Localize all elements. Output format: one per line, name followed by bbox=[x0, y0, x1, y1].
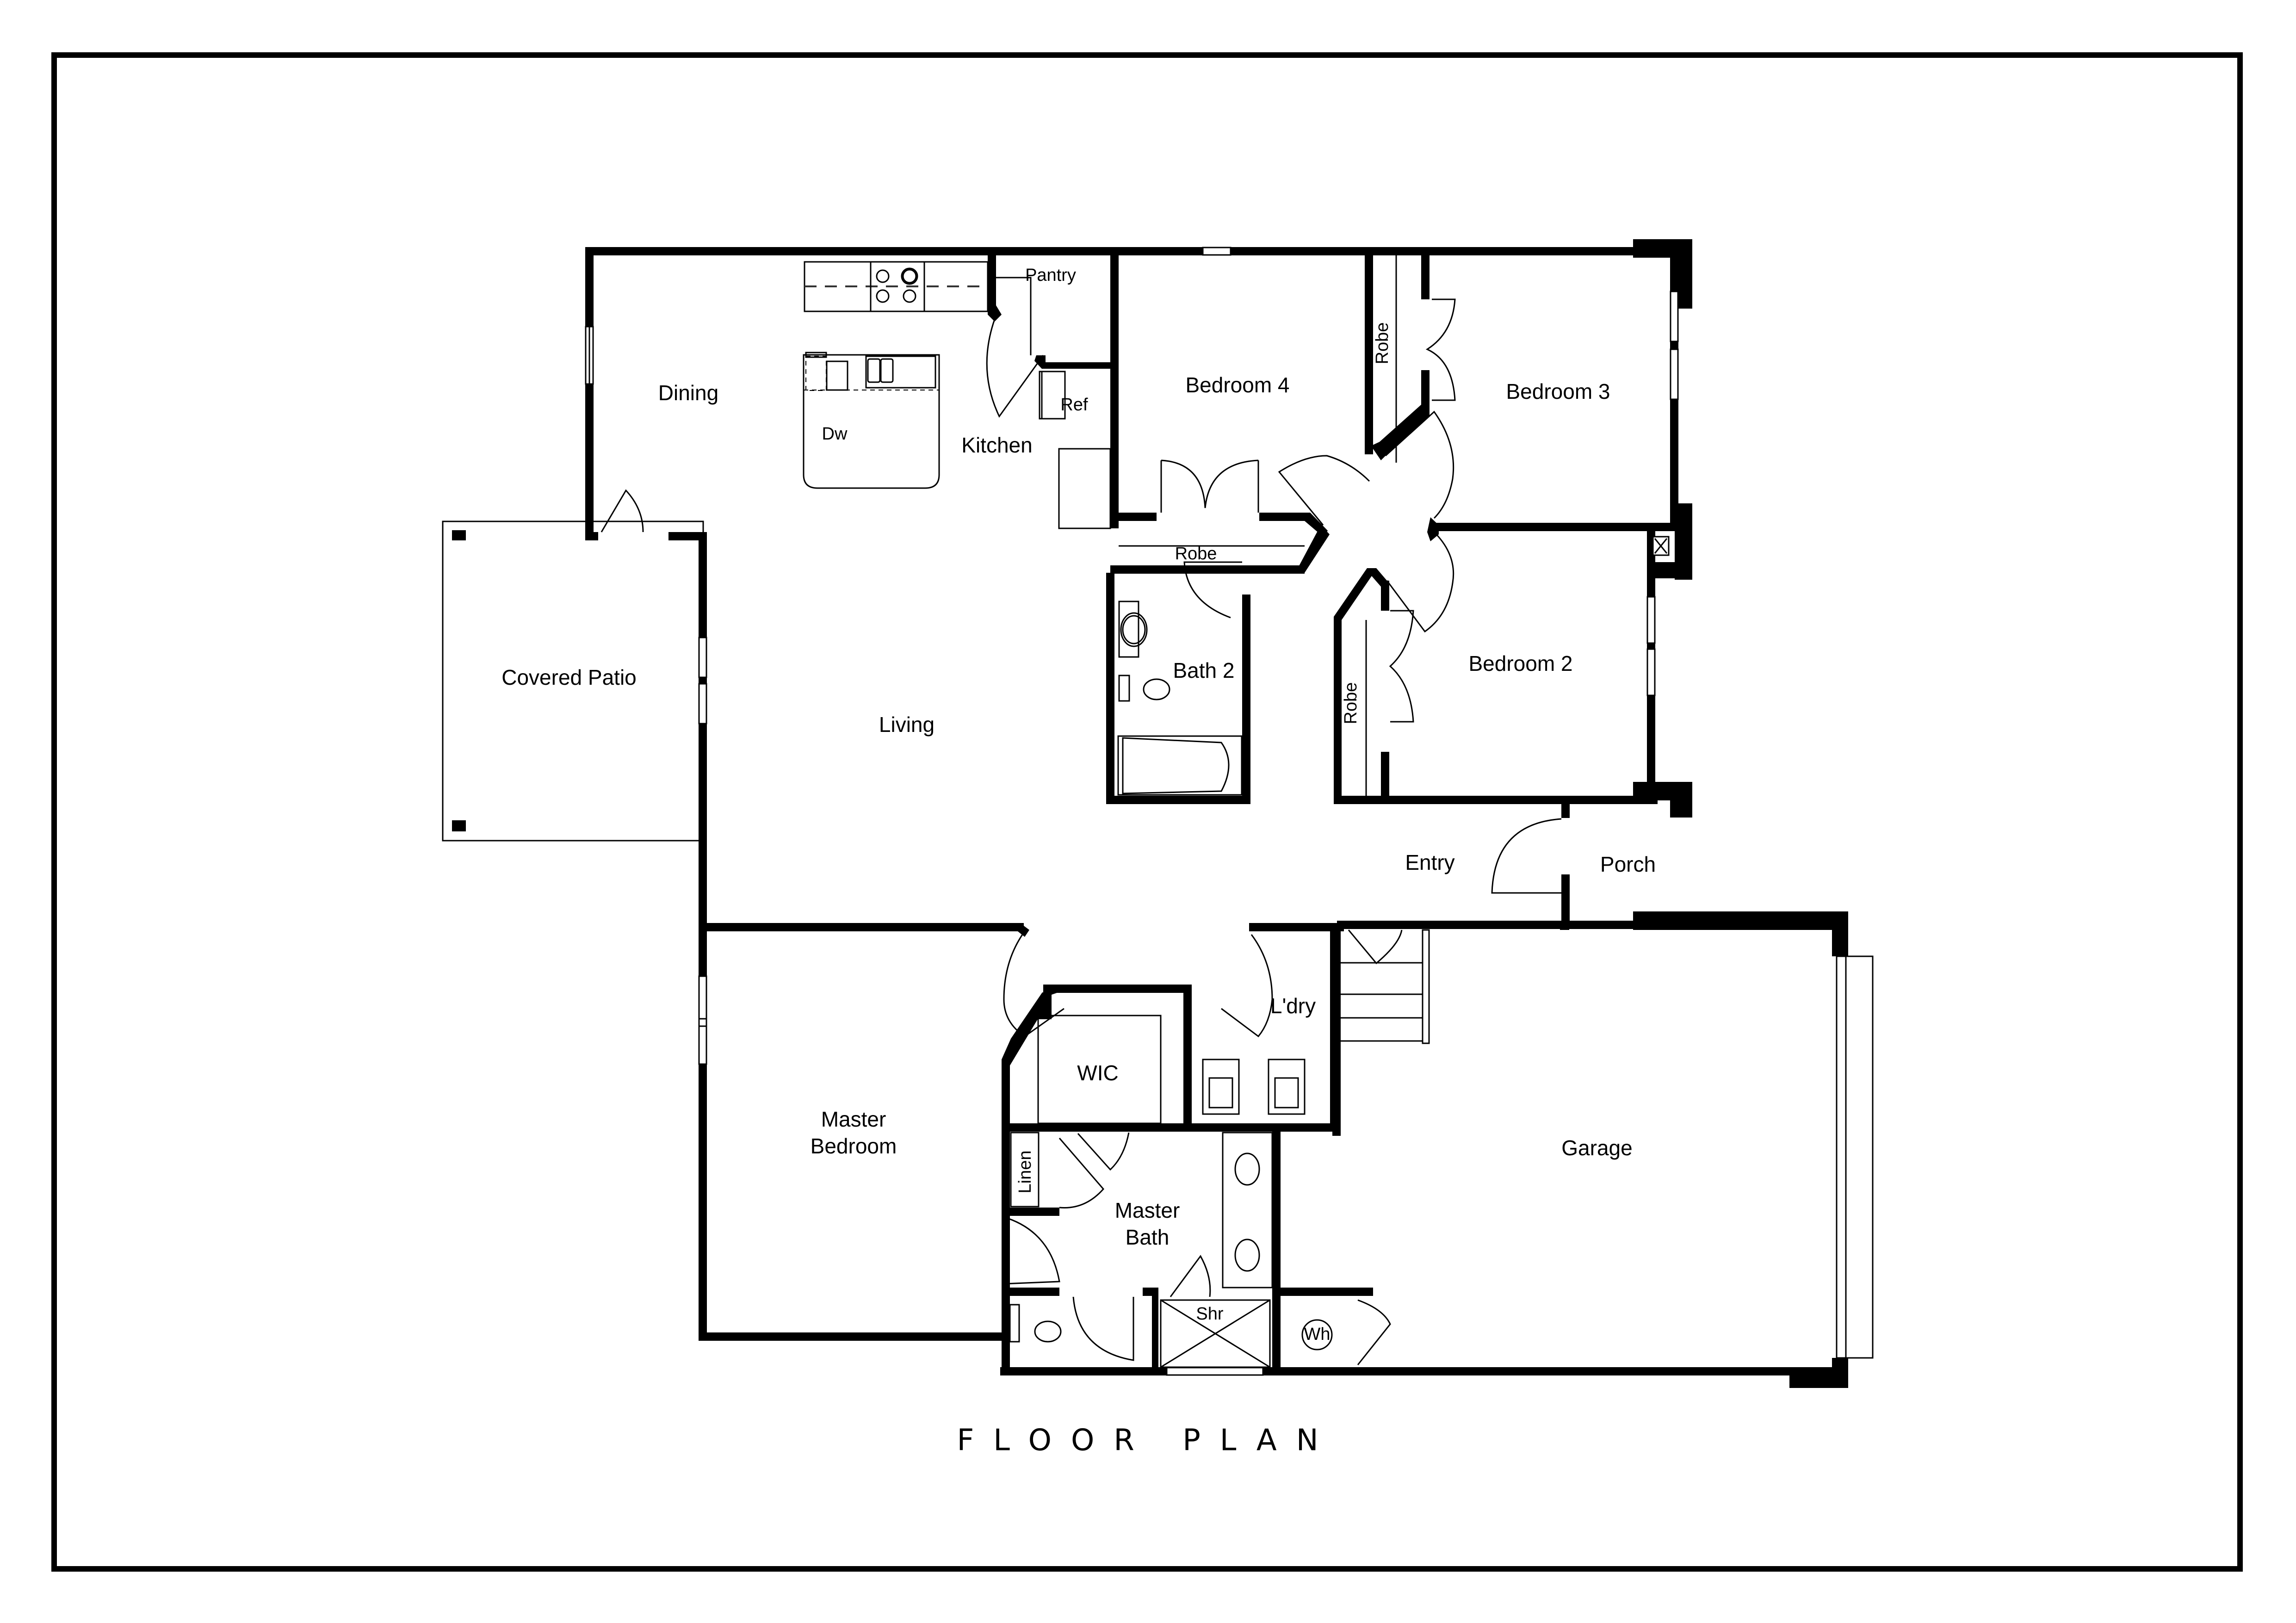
bedroom2-door bbox=[1386, 531, 1454, 633]
label-master-bedroom-line1: Master bbox=[821, 1107, 886, 1131]
label-covered-patio: Covered Patio bbox=[501, 665, 637, 689]
bath2-toilet bbox=[1143, 678, 1170, 700]
patio-post bbox=[452, 530, 466, 540]
shower-door bbox=[1170, 1255, 1211, 1297]
master-bath-sink-2 bbox=[1234, 1239, 1260, 1272]
doors bbox=[600, 298, 1562, 1365]
label-dining: Dining bbox=[658, 381, 718, 405]
garage-entry-door bbox=[1348, 929, 1403, 965]
pantry-door bbox=[986, 319, 1044, 418]
label-master-bath-line2: Bath bbox=[1126, 1225, 1170, 1249]
label-master-bedroom-line2: Bedroom bbox=[811, 1134, 897, 1158]
label-ref: Ref bbox=[1060, 395, 1088, 415]
bedroom2-robe-door bbox=[1389, 610, 1414, 723]
linen-closet bbox=[1010, 1132, 1040, 1208]
bath2-door bbox=[1183, 561, 1242, 619]
bedroom4-robe-door bbox=[1160, 459, 1259, 513]
bedroom3-door bbox=[1385, 410, 1454, 519]
water-heater-door bbox=[1357, 1299, 1391, 1365]
cooktop-burners bbox=[876, 267, 918, 303]
kitchen-counter bbox=[803, 261, 1111, 529]
toilet-room-door bbox=[1003, 1216, 1060, 1285]
water-heater bbox=[1301, 1319, 1333, 1350]
label-bath2: Bath 2 bbox=[1173, 658, 1235, 682]
exterior-walls bbox=[585, 239, 1848, 1388]
patio-post bbox=[452, 820, 466, 831]
dishwasher bbox=[805, 356, 827, 391]
shower bbox=[1160, 1299, 1271, 1368]
bath2-sink bbox=[1120, 612, 1148, 647]
washer bbox=[1202, 1059, 1240, 1115]
master-toilet bbox=[1034, 1320, 1062, 1343]
garage-steps bbox=[1341, 929, 1430, 1044]
label-bedroom4-robe: Robe bbox=[1175, 544, 1217, 564]
bedroom3-robe-door bbox=[1425, 298, 1456, 401]
plan-title: FLOOR PLAN bbox=[957, 1424, 1337, 1458]
label-entry: Entry bbox=[1405, 850, 1454, 874]
sink bbox=[865, 355, 936, 389]
label-dw: Dw bbox=[822, 424, 848, 444]
laundry-appliances bbox=[1202, 1059, 1306, 1115]
entry-door bbox=[1491, 818, 1562, 894]
label-bedroom2: Bedroom 2 bbox=[1468, 651, 1572, 675]
closet-lines bbox=[1037, 255, 1397, 1124]
label-shower: Shr bbox=[1196, 1304, 1223, 1324]
room-labels: Dining Kitchen Pantry Ref Dw Living Cove… bbox=[501, 266, 1656, 1344]
label-bedroom3-robe: Robe bbox=[1373, 322, 1392, 365]
bath2-fixtures bbox=[1117, 601, 1243, 796]
kitchen-island bbox=[803, 354, 940, 489]
master-bath-sink-1 bbox=[1234, 1152, 1260, 1186]
interior-walls bbox=[707, 255, 1680, 1375]
label-porch: Porch bbox=[1600, 852, 1656, 876]
linen-door bbox=[1058, 1138, 1104, 1208]
master-bath-door bbox=[1077, 1132, 1130, 1171]
label-pantry: Pantry bbox=[1025, 266, 1076, 285]
label-kitchen: Kitchen bbox=[961, 433, 1032, 457]
toilet-door bbox=[1072, 1296, 1134, 1361]
cooktop bbox=[870, 261, 925, 312]
label-living: Living bbox=[879, 712, 934, 737]
patio-door bbox=[600, 489, 644, 533]
label-bedroom3: Bedroom 3 bbox=[1506, 379, 1610, 403]
bedroom4-door bbox=[1278, 455, 1370, 526]
label-laundry: L'dry bbox=[1270, 994, 1316, 1018]
laundry-door bbox=[1221, 934, 1273, 1038]
label-water-heater: Wh bbox=[1304, 1325, 1331, 1344]
dryer bbox=[1268, 1059, 1306, 1115]
frame-border bbox=[51, 52, 2243, 1572]
bath2-tub bbox=[1117, 735, 1243, 796]
master-bath-fixtures bbox=[1009, 1132, 1333, 1368]
label-bedroom2-robe: Robe bbox=[1341, 682, 1361, 725]
label-linen: Linen bbox=[1015, 1151, 1035, 1194]
master-bedroom-door bbox=[1003, 934, 1064, 1037]
windows bbox=[585, 247, 1874, 1376]
label-master-bath-line1: Master bbox=[1115, 1198, 1180, 1222]
label-bedroom4: Bedroom 4 bbox=[1185, 373, 1289, 397]
label-garage: Garage bbox=[1561, 1136, 1632, 1160]
label-wic: WIC bbox=[1077, 1061, 1118, 1085]
